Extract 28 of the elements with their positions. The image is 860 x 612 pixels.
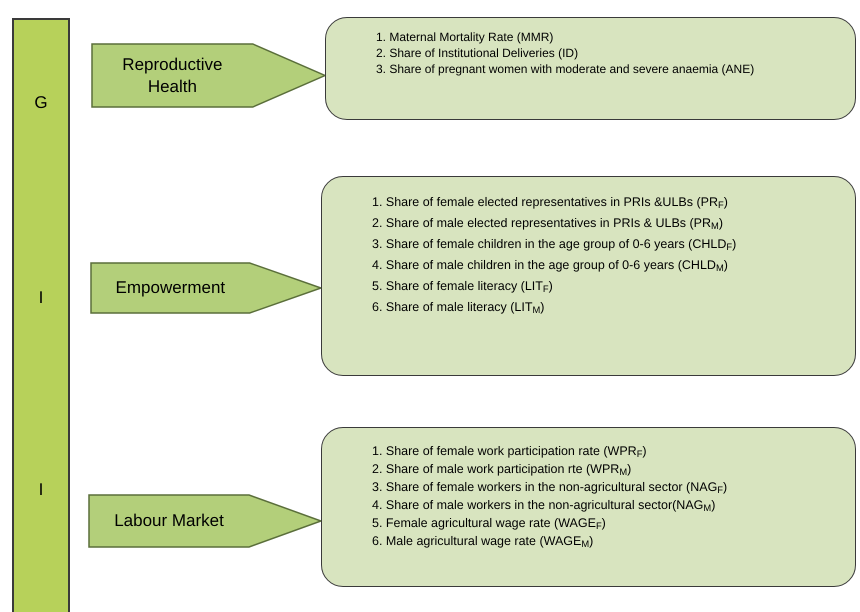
indicator-item: 3. Share of female workers in the non-agricultural sector (NAG$_{F}$) [372, 480, 728, 495]
indicator-item: 3. Share of pregnant women with moderate and severe anaemia (ANE) [376, 62, 756, 77]
indicator-item: 1. Share of female elected representatives in PRIs &ULBs (PR$_{F}$) [372, 195, 729, 210]
indicator-item: 3. Share of female children in the age group of 0-6 years (CHLD$_{F}$) [372, 237, 738, 252]
indicator-item: 2. Share of Institutional Deliveries (ID) [376, 46, 580, 61]
indicator-item: 2. Share of male work participation rte (WPR$_{M}$) [372, 462, 632, 477]
indicator-item: 5. Share of female literacy (LIT$_{F}$) [372, 279, 554, 294]
indicator-item: 6. Share of male literacy (LIT$_{M}$) [372, 300, 546, 315]
bar-letter: G [33, 92, 49, 114]
indicator-panel [321, 176, 856, 376]
indicator-panel [321, 427, 856, 587]
vertical-bar [12, 18, 70, 612]
bar-letter: I [38, 479, 44, 501]
edge-label: Empowerment [114, 277, 226, 299]
chevron-arrow [88, 494, 324, 548]
bar-letter: I [38, 287, 44, 309]
indicator-item: 1. Share of female work participation rate (WPR$_{F}$) [372, 444, 648, 459]
chevron-arrow [91, 43, 327, 108]
edge-label: Reproductive Health [121, 54, 224, 98]
indicator-item: 5. Female agricultural wage rate (WAGE$_{F}$) [372, 516, 607, 531]
indicator-item: 4. Share of male workers in the non-agricultural sector(NAG$_{M}$) [372, 498, 716, 513]
indicator-item: 1. Maternal Mortality Rate (MMR) [376, 30, 554, 45]
edge-label: Labour Market [113, 510, 225, 532]
chevron-arrow [90, 262, 324, 314]
indicator-item: 4. Share of male children in the age group of 0-6 years (CHLD$_{M}$) [372, 258, 729, 273]
indicator-panel [325, 17, 856, 120]
indicator-item: 2. Share of male elected representatives in PRIs & ULBs (PR$_{M}$) [372, 216, 724, 231]
indicator-item: 6. Male agricultural wage rate (WAGE$_{M}$) [372, 534, 594, 549]
